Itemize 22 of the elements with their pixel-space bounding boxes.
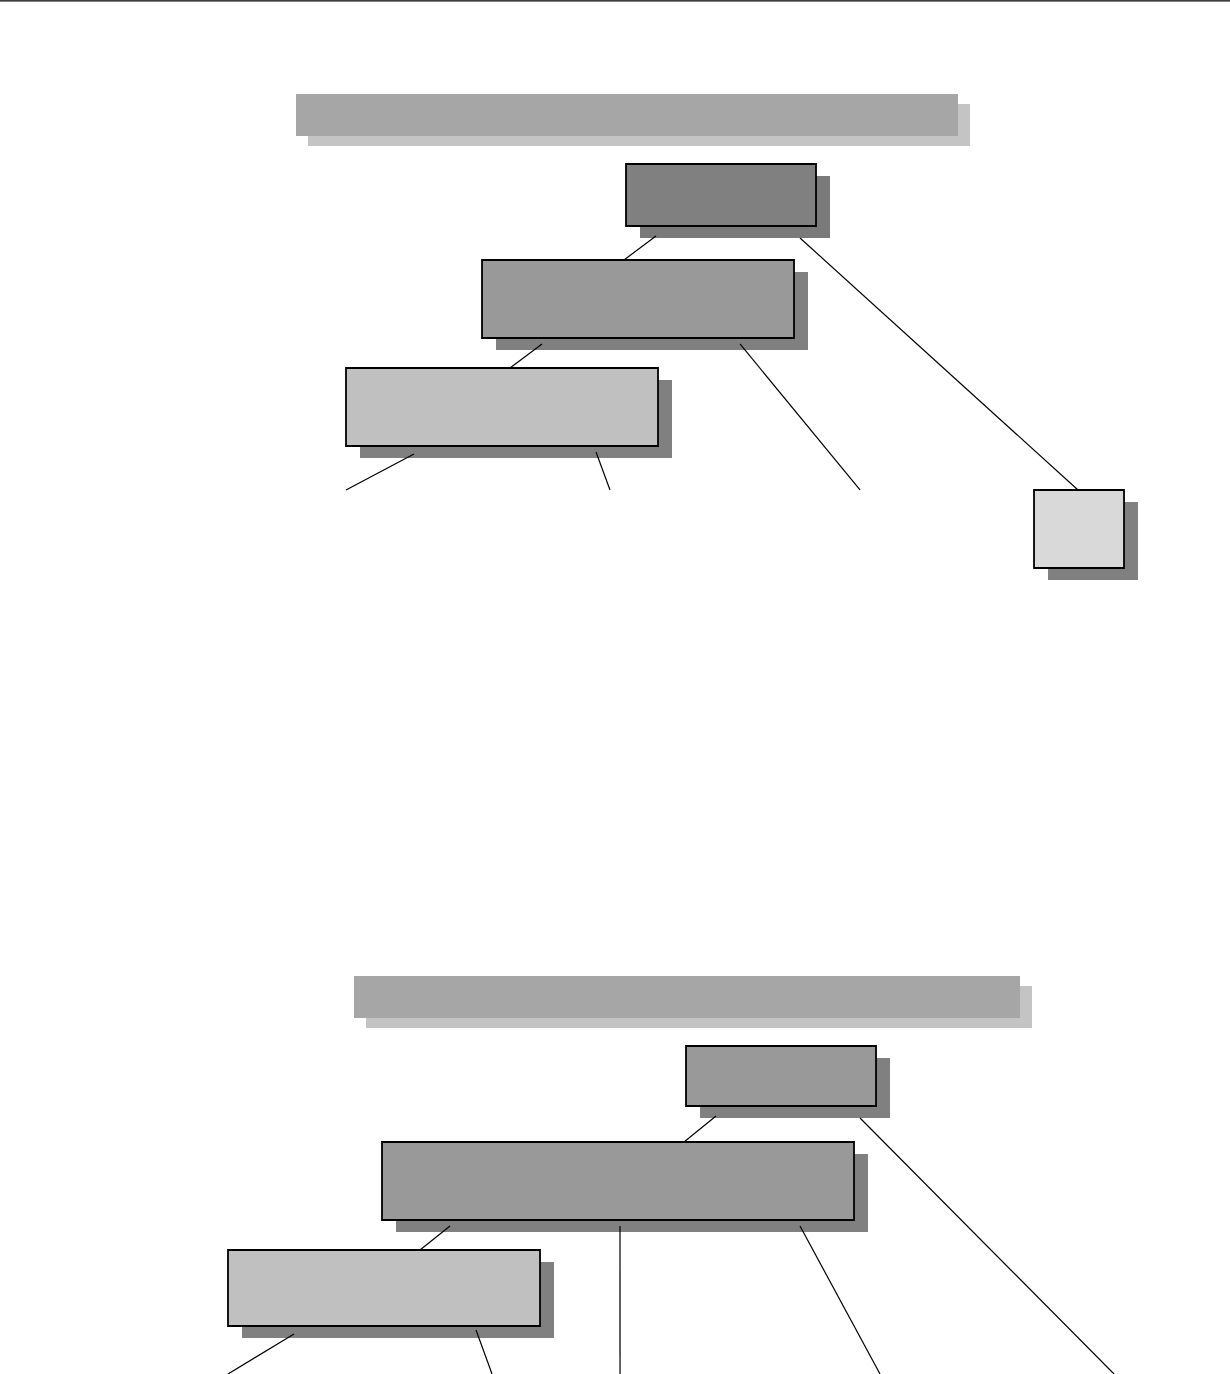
box [1033, 489, 1138, 580]
connector-line [859, 1117, 1115, 1374]
title-bar [296, 94, 970, 146]
box [625, 163, 830, 238]
connector-line [683, 1115, 717, 1143]
box [481, 259, 808, 350]
connector-line [419, 1225, 451, 1251]
connector-line [595, 451, 611, 491]
box [227, 1249, 554, 1338]
connector-line [227, 1333, 295, 1374]
box [381, 1141, 868, 1232]
connector-line [475, 1329, 493, 1374]
connector-line [345, 453, 415, 491]
connector-line [509, 343, 543, 369]
connector-line [619, 1225, 621, 1374]
connector-line [739, 343, 861, 491]
box [345, 367, 672, 458]
connector-line [799, 1225, 881, 1374]
box [685, 1045, 890, 1118]
title-bar [354, 976, 1032, 1028]
connector-line [623, 235, 657, 261]
connector-line [799, 237, 1079, 491]
